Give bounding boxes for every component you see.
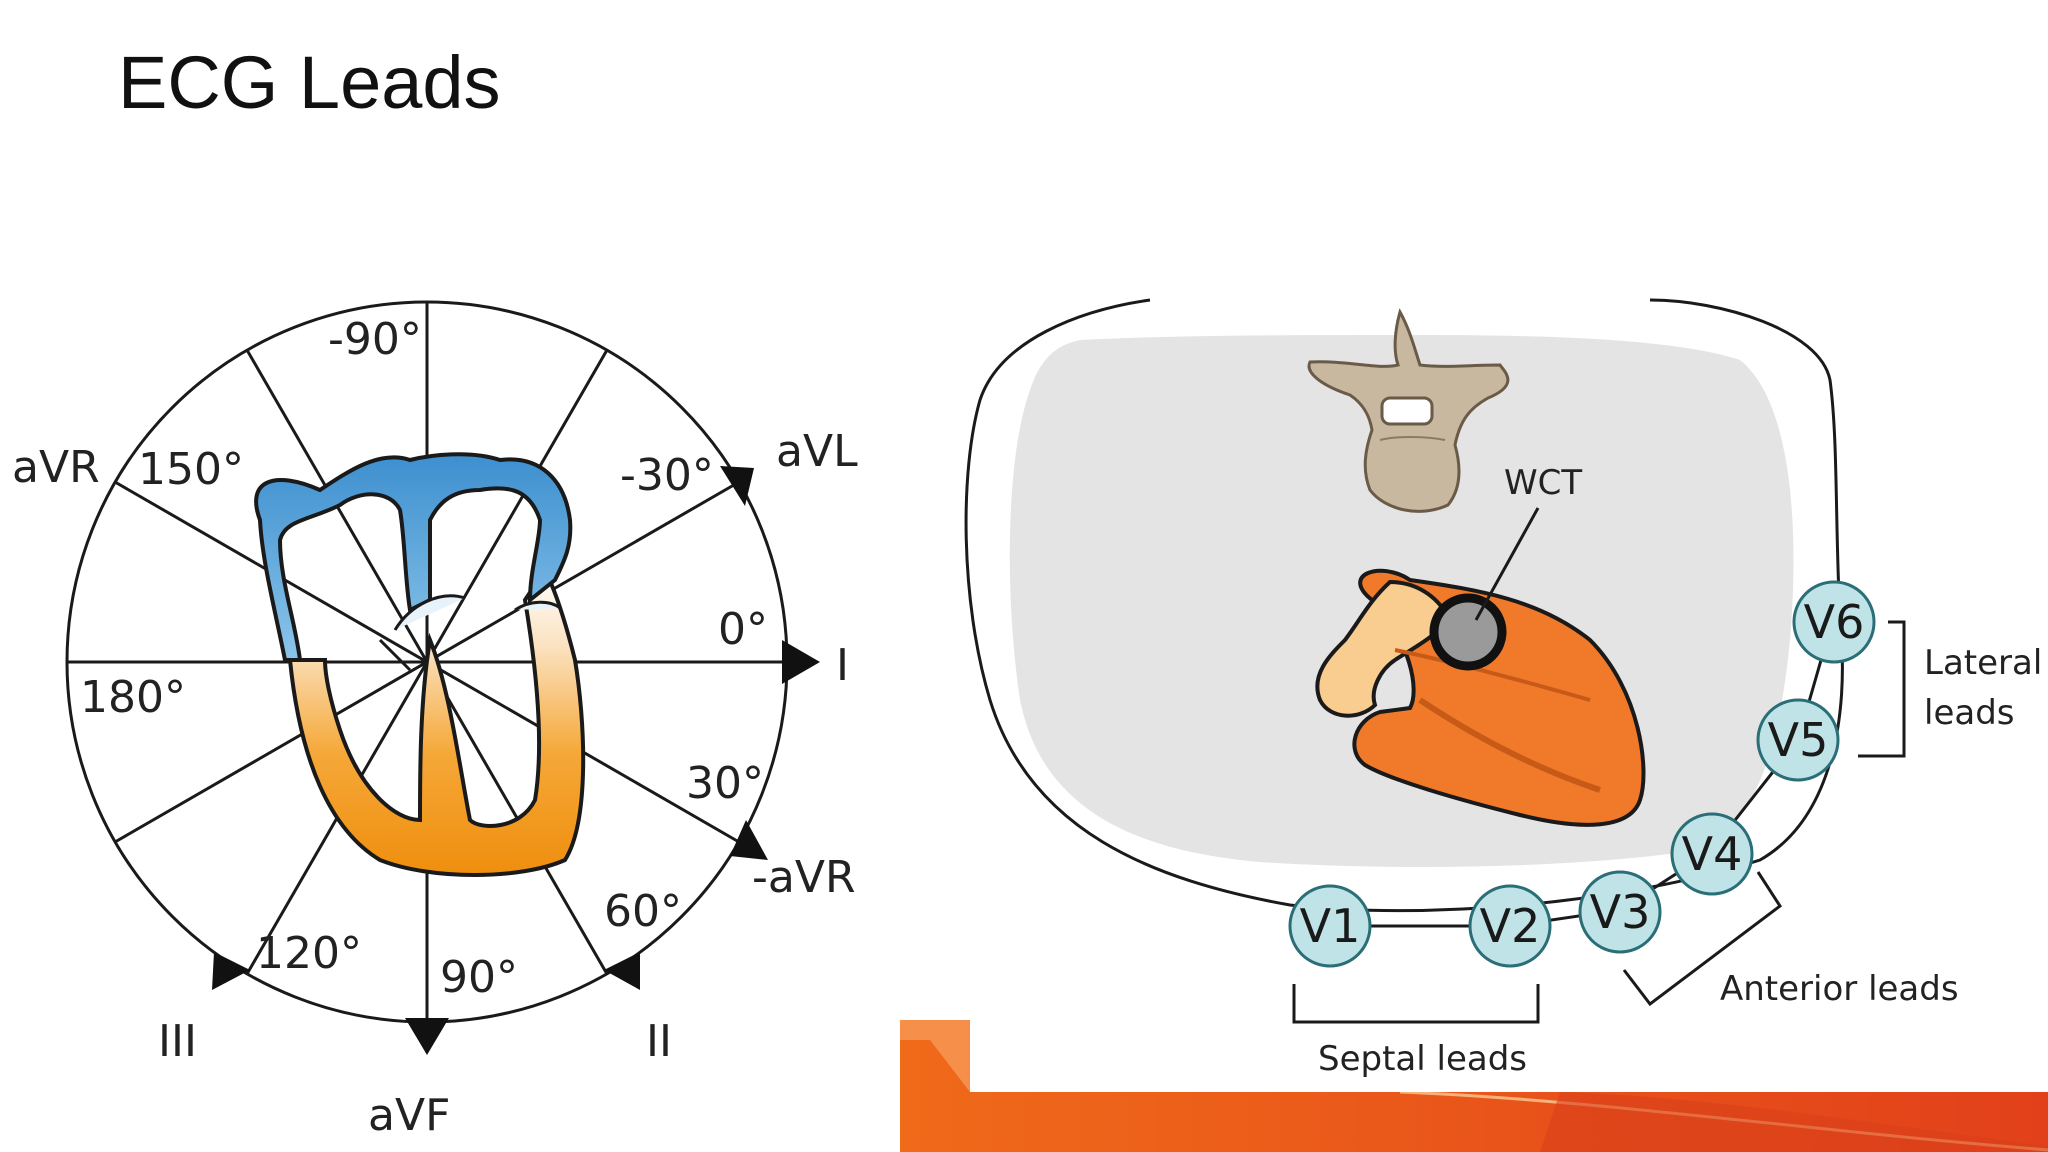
septal-leads-label: Septal leads	[1318, 1039, 1527, 1079]
angle-label-neg30: -30°	[620, 450, 714, 501]
electrode-v1: V1	[1288, 884, 1372, 968]
angle-label-180: 180°	[80, 672, 186, 723]
angle-label-120: 120°	[256, 928, 362, 979]
svg-text:V3: V3	[1590, 885, 1651, 939]
lead-label-avl: aVL	[776, 426, 858, 477]
lateral-leads-label-line1: Lateral	[1924, 643, 2042, 683]
lead-label-iii: III	[158, 1016, 197, 1067]
electrode-v2: V2	[1468, 884, 1552, 968]
hexaxial-diagram: -90° -30° 0° 30° 60° 90° 120° 150° 180° …	[12, 300, 858, 1141]
svg-text:V4: V4	[1682, 827, 1743, 881]
arrow-iii	[212, 952, 250, 990]
electrode-v6: V6	[1792, 580, 1876, 664]
slide-title: ECG Leads	[118, 41, 501, 124]
septal-bracket	[1292, 984, 1540, 1024]
vertebra	[1307, 308, 1510, 513]
arrow-avl	[720, 466, 754, 506]
anterior-leads-label: Anterior leads	[1720, 969, 1959, 1009]
lead-arrowheads	[212, 466, 820, 1055]
electrode-v4: V4	[1670, 812, 1754, 896]
arrow-i	[782, 640, 820, 684]
wct-marker	[1429, 593, 1507, 671]
angle-label-0: 0°	[718, 604, 768, 655]
lead-label-ii: II	[646, 1016, 672, 1067]
precordial-diagram: WCT V1 V2 V3 V4 V5 V6 Septal leads	[964, 298, 2042, 1079]
svg-text:V2: V2	[1480, 899, 1541, 953]
angle-label-60: 60°	[604, 886, 682, 937]
arrow-neg-avr	[730, 820, 768, 860]
angle-label-150: 150°	[138, 444, 244, 495]
svg-text:V5: V5	[1768, 713, 1829, 767]
wct-label: WCT	[1504, 463, 1582, 503]
heart-illustration	[254, 452, 586, 877]
electrode-v3: V3	[1578, 870, 1662, 954]
anterior-bracket	[1622, 871, 1783, 1007]
angle-label-30: 30°	[686, 758, 764, 809]
electrode-v5: V5	[1756, 698, 1840, 782]
precordial-heart	[1315, 568, 1646, 827]
lateral-leads-label-line2: leads	[1924, 693, 2015, 733]
svg-text:V6: V6	[1804, 595, 1865, 649]
wct-pointer	[1474, 507, 1540, 621]
angle-label-90: 90°	[440, 952, 518, 1003]
arrow-avf	[405, 1018, 449, 1055]
lead-label-avr: aVR	[12, 442, 100, 493]
accent-band	[900, 1020, 2048, 1152]
lead-label-i: I	[836, 640, 849, 691]
arrow-ii	[604, 952, 640, 990]
svg-text:V1: V1	[1300, 899, 1361, 953]
lead-label-avf: aVF	[368, 1090, 450, 1141]
lead-label-neg-avr: -aVR	[752, 852, 856, 903]
lateral-bracket	[1858, 620, 1906, 758]
angle-label-neg90: -90°	[328, 314, 422, 365]
